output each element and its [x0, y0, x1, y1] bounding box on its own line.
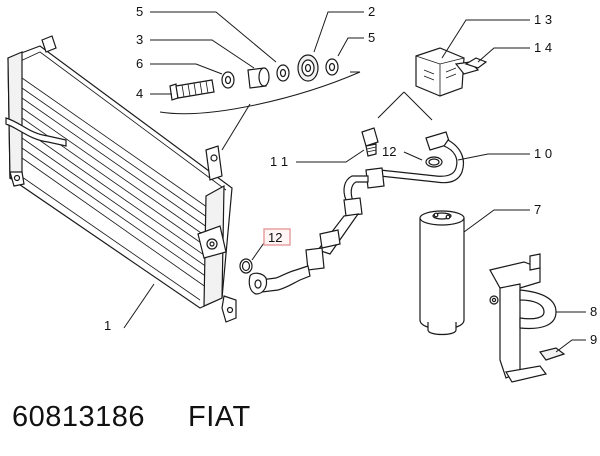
callout-8: 8 [590, 304, 597, 319]
callout-2: 2 [368, 4, 375, 19]
callout-12-highlighted: 12 [268, 230, 282, 245]
ac-hose [248, 131, 465, 295]
bolt [169, 79, 215, 101]
grommet [297, 54, 319, 82]
callout-5-right: 5 [368, 30, 375, 45]
callout-12-upper: 12 [382, 144, 396, 159]
part-number: 60813186 [12, 401, 145, 433]
callout-11: 1 1 [270, 154, 288, 169]
pad [538, 347, 566, 361]
switch-leader [377, 91, 433, 121]
sensor [361, 127, 379, 157]
fastener-group [159, 54, 361, 151]
receiver-drier [419, 210, 465, 336]
callout-4: 4 [136, 86, 143, 101]
condenser [5, 35, 237, 323]
callout-10: 1 0 [534, 146, 552, 161]
pressure-switch [415, 47, 488, 97]
spacer [247, 67, 270, 89]
callout-6: 6 [136, 56, 143, 71]
callout-5-top: 5 [136, 4, 143, 19]
drier-bracket [489, 253, 557, 383]
callout-1: 1 [104, 318, 111, 333]
callout-7: 7 [534, 202, 541, 217]
callout-9: 9 [590, 332, 597, 347]
callout-3: 3 [136, 32, 143, 47]
callout-labels: 5 2 3 5 6 4 1 3 1 4 1 1 12 1 0 7 12 8 9 … [104, 4, 597, 347]
callout-13: 1 3 [534, 12, 552, 27]
leader-lines [123, 11, 586, 353]
highlight-box [263, 228, 291, 246]
callout-14: 1 4 [534, 40, 552, 55]
brand-name: FIAT [188, 401, 251, 433]
